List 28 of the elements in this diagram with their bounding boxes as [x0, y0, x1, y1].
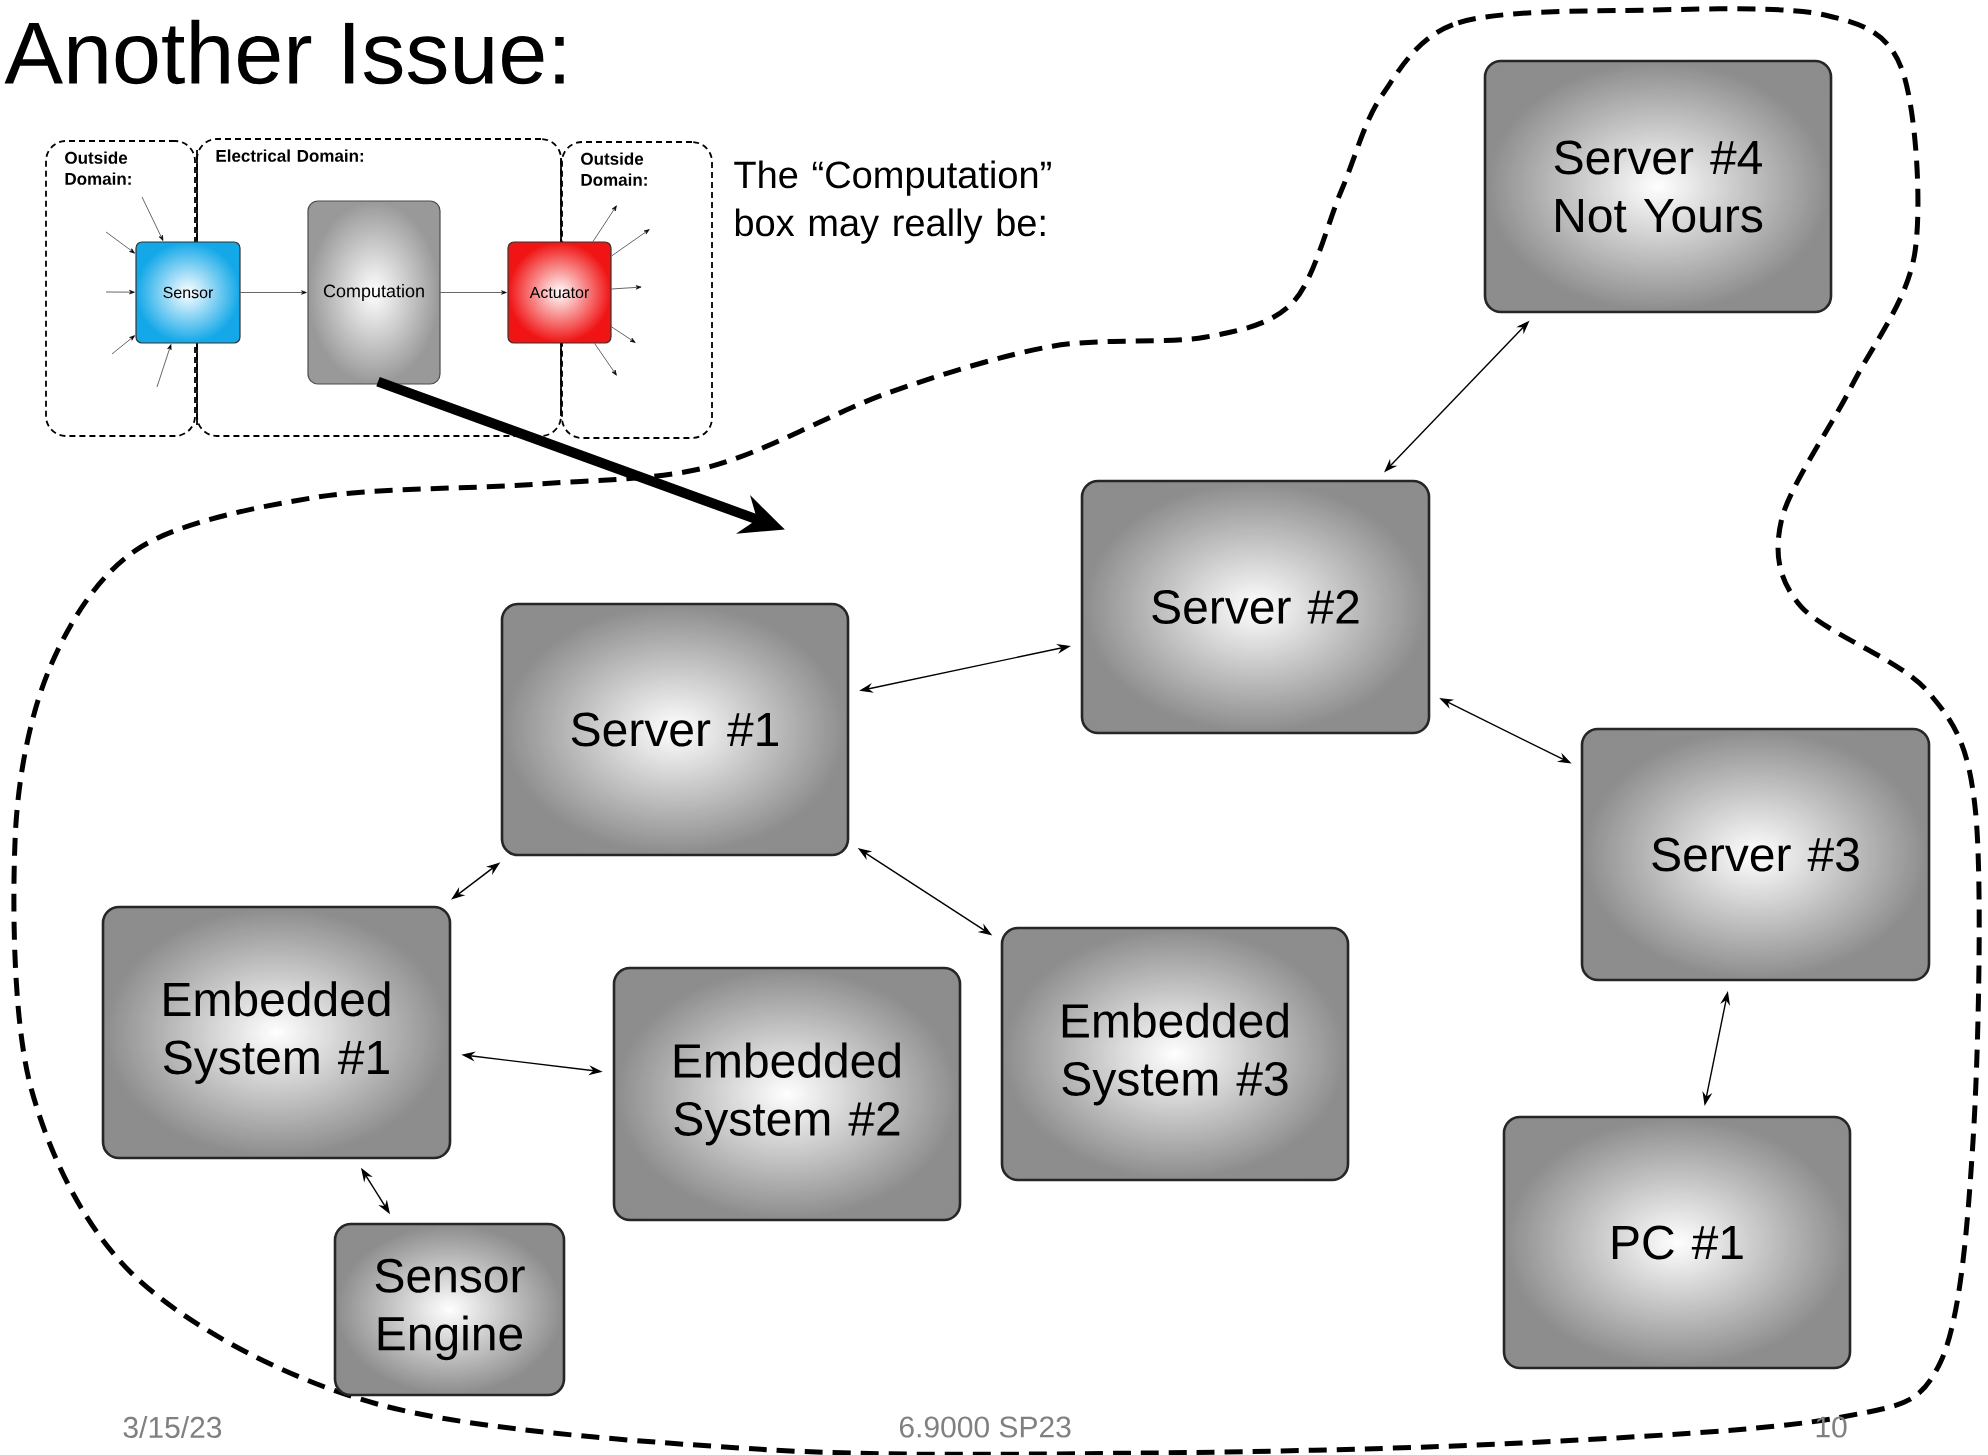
system-box: Embedded System #2 — [612, 966, 962, 1222]
system-box: Server #3 — [1580, 727, 1931, 982]
footer-text: 6.9000 SP23 — [899, 1416, 1071, 1438]
system-box: PC #1 — [1502, 1115, 1852, 1370]
arrow — [105, 290, 135, 295]
page-number: 10 — [1816, 1416, 1847, 1438]
footer-date: 3/15/23 — [123, 1416, 222, 1438]
sensor-box: Sensor — [135, 241, 241, 344]
arrow — [592, 205, 617, 242]
arrow — [156, 344, 172, 388]
arrow — [111, 335, 135, 355]
slide-title: Another Issue: — [4, 19, 564, 85]
system-box: Embedded System #1 — [101, 905, 452, 1160]
computation-box: Computation — [307, 200, 441, 385]
arrow — [141, 196, 164, 241]
system-box: Server #2 — [1080, 479, 1431, 735]
arrow — [105, 231, 135, 254]
arrow — [594, 343, 617, 376]
arrow — [611, 326, 636, 343]
system-box: Sensor Engine — [333, 1222, 566, 1397]
system-box: Server #1 — [500, 602, 850, 857]
actuator-box: Actuator — [507, 241, 612, 344]
system-box: Server #4 Not Yours — [1483, 59, 1833, 314]
arrow — [611, 229, 650, 257]
system-box: Embedded System #3 — [1000, 926, 1350, 1182]
arrow — [440, 290, 507, 295]
arrow — [240, 290, 307, 295]
arrow — [611, 285, 642, 290]
